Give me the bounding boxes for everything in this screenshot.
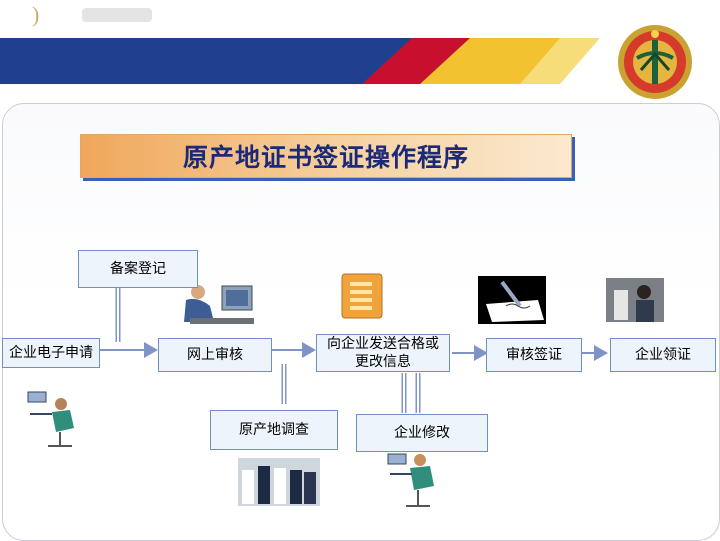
laptop-user-icon — [27, 391, 74, 447]
node-apply: 企业电子申请 — [2, 338, 100, 368]
node-revise: 企业修改 — [356, 414, 488, 452]
officer-photo-icon — [606, 278, 664, 322]
node-online-review: 网上审核 — [158, 338, 272, 372]
banner-faded-logo — [82, 8, 152, 22]
document-list-icon — [341, 273, 383, 319]
title-box: 原产地证书签证操作程序 — [80, 134, 572, 178]
node-notify: 向企业发送合格或更改信息 — [316, 334, 450, 372]
signing-pen-icon — [478, 276, 546, 324]
node-collect: 企业领证 — [610, 338, 716, 372]
laptop-user-icon — [387, 453, 434, 507]
node-record: 备案登记 — [78, 250, 198, 288]
diagram-title: 原产地证书签证操作程序 — [182, 143, 469, 172]
inspection-team-photo-icon — [238, 458, 320, 506]
emblem-icon — [618, 25, 692, 99]
node-origin-survey: 原产地调查 — [210, 410, 338, 450]
banner-logo-mark: ) — [32, 2, 39, 27]
node-sign: 审核签证 — [486, 338, 582, 372]
top-banner: ) — [0, 0, 720, 99]
computer-operator-icon — [184, 285, 254, 324]
